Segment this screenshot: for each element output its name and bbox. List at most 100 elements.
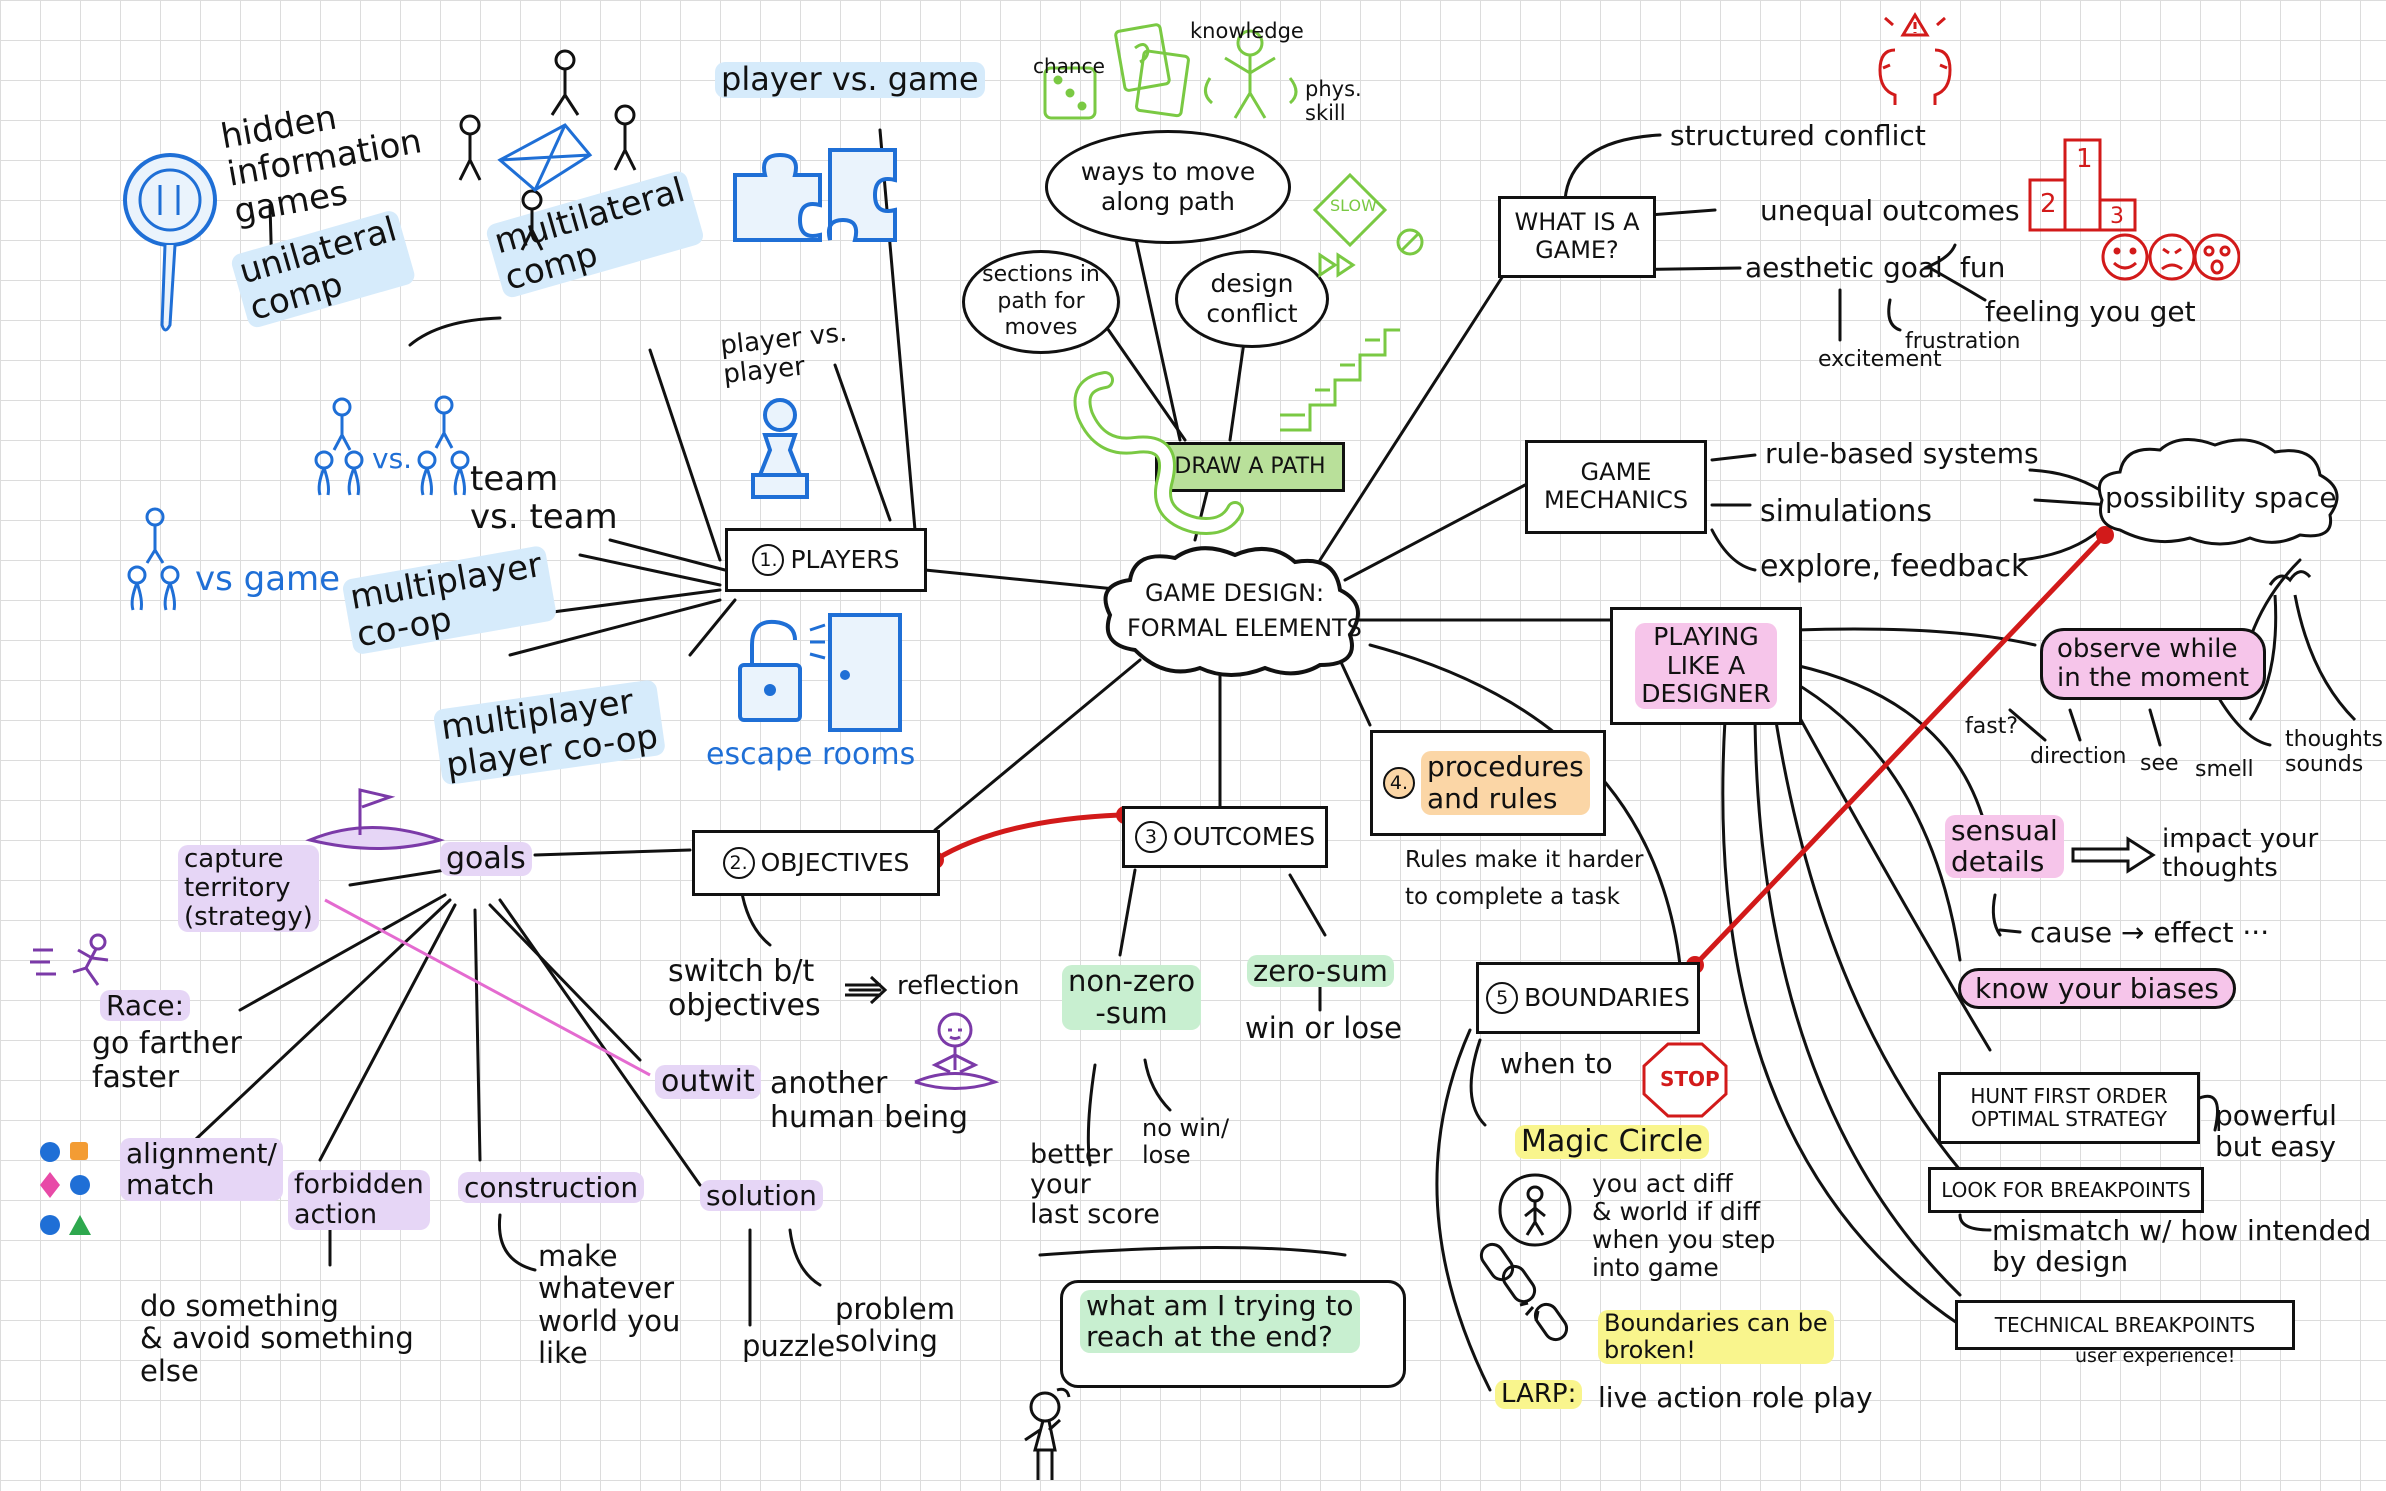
team-vs-team-icon (312, 395, 472, 504)
cause-effect-label: cause → effect ··· (2030, 916, 2270, 949)
objectives-label: OBJECTIVES (760, 847, 910, 877)
possibility-cloud-icon (2090, 430, 2350, 554)
magic-circle-label: Magic Circle (1515, 1125, 1709, 1159)
question-label: what am I trying to reach at the end? (1080, 1290, 1360, 1353)
procedures-label: procedures and rules (1421, 750, 1590, 816)
escape-rooms-label: escape rooms (706, 737, 916, 772)
procedures-box: 4.procedures and rules (1370, 730, 1606, 836)
forbidden-label: forbidden action (288, 1169, 430, 1231)
technical-breakpoints-box: TECHNICAL BREAKPOINTS (1955, 1300, 2295, 1350)
see-label: see (2140, 751, 2179, 776)
slow-sign-icon (1310, 170, 1430, 284)
what-is-game-label: WHAT IS A GAME? (1514, 208, 1640, 264)
person-circle-icon (1495, 1170, 1575, 1254)
hunt-strategy-label: HUNT FIRST ORDER OPTIMAL STRATEGY (1970, 1084, 2168, 1131)
you-act-label: you act diff & world if diff when you st… (1592, 1169, 1776, 1282)
design-conflict-oval: design conflict (1175, 250, 1329, 348)
another-human-label: another human being (770, 1066, 969, 1135)
kite-stick-figures-icon (440, 45, 640, 259)
win-or-lose-label: win or lose (1245, 1011, 1403, 1045)
podium-2: 2 (2040, 189, 2057, 219)
arrow-right-icon (2068, 835, 2158, 879)
phys-skill-label: phys. skill (1305, 77, 1362, 125)
larp-label: LARP: (1495, 1379, 1583, 1410)
structured-conflict-label: structured conflict (1670, 119, 1926, 152)
sections-oval: sections in path for moves (962, 250, 1120, 354)
biases-label: know your biases (1958, 968, 2236, 1010)
thinking-person-icon (1005, 1385, 1085, 1489)
broken-chain-icon (1478, 1235, 1588, 1359)
mechanics-box: GAME MECHANICS (1525, 440, 1707, 534)
boundaries-label: BOUNDARIES (1524, 982, 1690, 1012)
direction-label: direction (2030, 744, 2127, 769)
draw-path-box: DRAW A PATH (1155, 442, 1345, 492)
designer-box: PLAYING LIKE A DESIGNER (1610, 607, 1802, 725)
boundaries-number: 5 (1486, 982, 1519, 1014)
switch-objectives-label: switch b/t objectives (668, 954, 821, 1023)
breakpoints-label: LOOK FOR BREAKPOINTS (1941, 1177, 2191, 1202)
ways-to-move-label: ways to move along path (1080, 157, 1256, 216)
can-be-broken-label: Boundaries can be broken! (1598, 1310, 1834, 1364)
when-to-label: when to (1500, 1047, 1613, 1080)
explore-label: explore, feedback (1760, 549, 2029, 584)
puzzle-label: puzzle (742, 1329, 836, 1363)
non-zero-sum-label: non-zero -sum (1062, 965, 1202, 1030)
excitement-label: excitement (1818, 347, 1942, 372)
frustration-label: frustration (1905, 329, 2021, 354)
problem-solving-label: problem solving (835, 1292, 955, 1359)
technical-breakpoints-label: TECHNICAL BREAKPOINTS (1994, 1312, 2256, 1337)
capture-territory-label: capture territory (strategy) (178, 844, 319, 933)
goals-label: goals (440, 842, 532, 876)
puzzle-icon (725, 135, 905, 249)
aesthetic-goal-label: aesthetic goal (1745, 251, 1943, 284)
sections-label: sections in path for moves (982, 262, 1100, 341)
knowledge-label: knowledge (1190, 19, 1304, 43)
hunt-strategy-box: HUNT FIRST ORDER OPTIMAL STRATEGY (1938, 1072, 2200, 1144)
emotion-faces-icon (2100, 225, 2241, 294)
rules-note-label: Rules make it harder to complete a task (1405, 847, 1644, 910)
slow-label: SLOW (1330, 196, 1377, 215)
powerful-label: powerful but easy (2215, 1099, 2337, 1164)
player-vs-game-label: player vs. game (715, 61, 985, 98)
breakpoints-box: LOOK FOR BREAKPOINTS (1928, 1167, 2204, 1213)
go-farther-label: go farther faster (92, 1026, 242, 1095)
cloud-icon (1103, 546, 1360, 677)
center-title-line1: GAME DESIGN: (1145, 579, 1325, 607)
team-vs-label: vs. (372, 442, 413, 475)
reflection-label: reflection (897, 971, 1020, 1001)
zero-sum-label: zero-sum (1247, 955, 1394, 987)
rule-based-label: rule-based systems (1765, 437, 2039, 470)
feeling-label: feeling you get (1985, 295, 2196, 328)
better-score-label: better your last score (1030, 1139, 1160, 1231)
smell-label: smell (2195, 757, 2254, 782)
ways-to-move-oval: ways to move along path (1045, 130, 1291, 244)
user-experience-label: user experience! (2075, 1345, 2236, 1367)
group-vs-game-icon (125, 505, 185, 619)
snake-icon (1065, 360, 1245, 554)
center-node: GAME DESIGN: FORMAL ELEMENTS (1095, 540, 1365, 680)
outwit-label: outwit (655, 1065, 761, 1099)
chess-pawn-icon (745, 395, 815, 509)
race-label: Race: (100, 990, 191, 1021)
designer-label: PLAYING LIKE A DESIGNER (1635, 622, 1777, 710)
warning-faces-icon (1865, 10, 1965, 109)
podium-1: 1 (2076, 144, 2093, 174)
solution-label: solution (700, 1180, 823, 1211)
objectives-box: 2.OBJECTIVES (692, 830, 940, 896)
draw-path-label: DRAW A PATH (1174, 454, 1326, 480)
outcomes-label: OUTCOMES (1172, 821, 1316, 851)
escape-room-icon (730, 610, 910, 744)
shapes-icon (38, 1140, 98, 1244)
construction-label: construction (458, 1172, 645, 1203)
objectives-number: 2. (722, 847, 755, 879)
stop-sign-icon (1640, 1040, 1730, 1124)
cards-dice-figure-icon (1040, 18, 1310, 132)
no-win-lose-label: no win/ lose (1142, 1114, 1230, 1169)
vs-game-label: vs game (195, 559, 341, 599)
mechanics-label: GAME MECHANICS (1543, 458, 1689, 514)
alignment-label: alignment/ match (120, 1138, 283, 1201)
players-label: PLAYERS (790, 544, 900, 574)
what-is-game-box: WHAT IS A GAME? (1498, 196, 1656, 278)
